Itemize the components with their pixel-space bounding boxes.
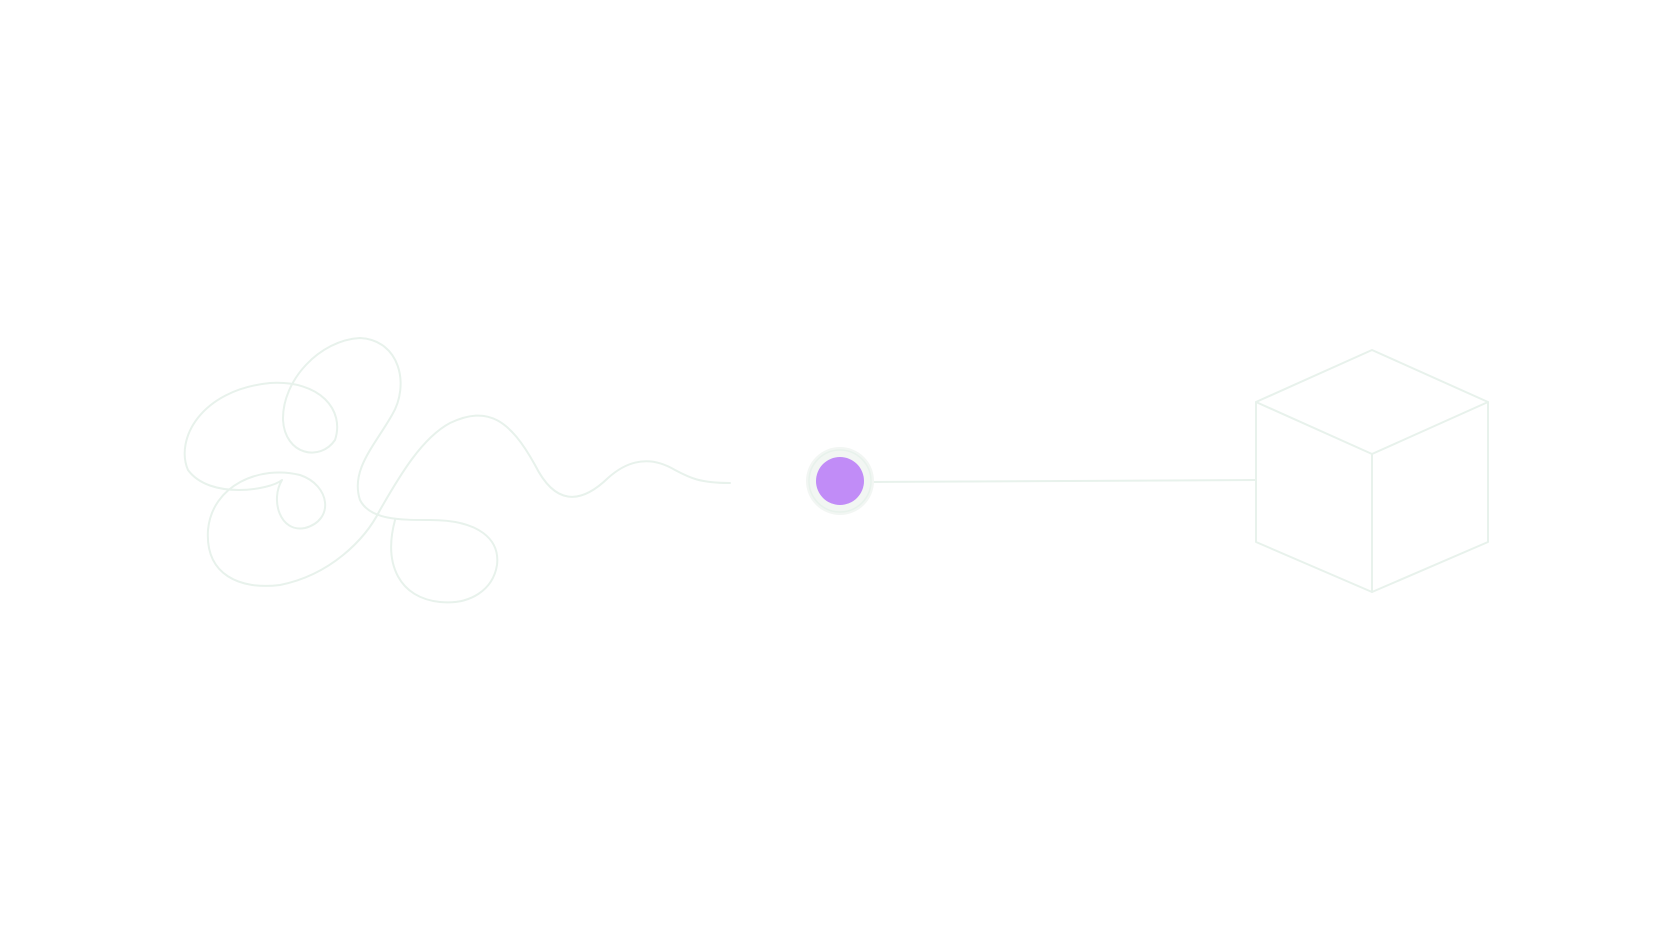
node-core xyxy=(816,457,864,505)
wireframe-cube-icon xyxy=(1255,349,1489,593)
scribble-path xyxy=(183,337,731,604)
cube-left-face xyxy=(1255,401,1373,593)
connector-line xyxy=(869,479,1257,483)
scribble-icon xyxy=(183,337,731,604)
node-ring xyxy=(808,449,872,513)
cube-top-face xyxy=(1255,349,1489,455)
cube-right-face xyxy=(1371,401,1489,593)
node-dot-icon xyxy=(806,447,874,515)
